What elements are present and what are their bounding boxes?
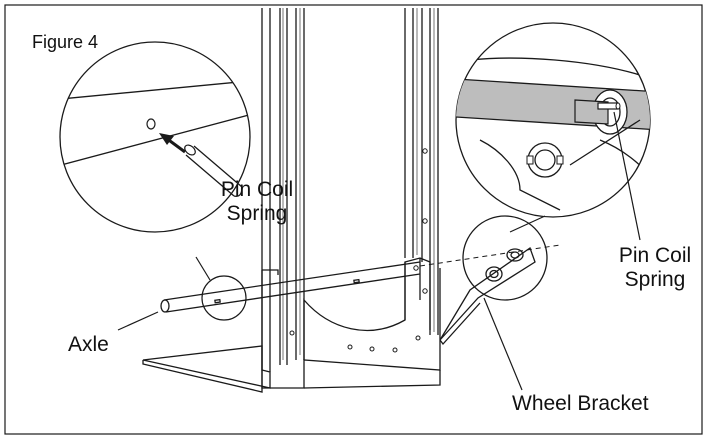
right-upright (404, 8, 439, 335)
pin-left-line1: Pin Coil (220, 178, 294, 201)
base-foot (142, 257, 441, 393)
axle-label: Axle (68, 333, 109, 356)
wheel-bracket-label: Wheel Bracket (512, 392, 649, 415)
figure-title: Figure 4 (32, 32, 99, 52)
pin-right-line2: Spring (624, 268, 686, 291)
axle-rod (160, 261, 421, 313)
pin-right-line1: Pin Coil (618, 244, 692, 267)
wheel-bracket-main (439, 215, 548, 346)
figure-border (4, 4, 703, 435)
pin-coil-spring-label-right: Pin Coil Spring (599, 244, 707, 292)
pin-detail-right (455, 22, 651, 241)
pin-left-line2: Spring (226, 202, 288, 225)
axle-detail-circle (201, 275, 247, 321)
pin-detail-left (59, 41, 251, 233)
pin-coil-spring-label-left: Pin Coil Spring (197, 178, 317, 226)
